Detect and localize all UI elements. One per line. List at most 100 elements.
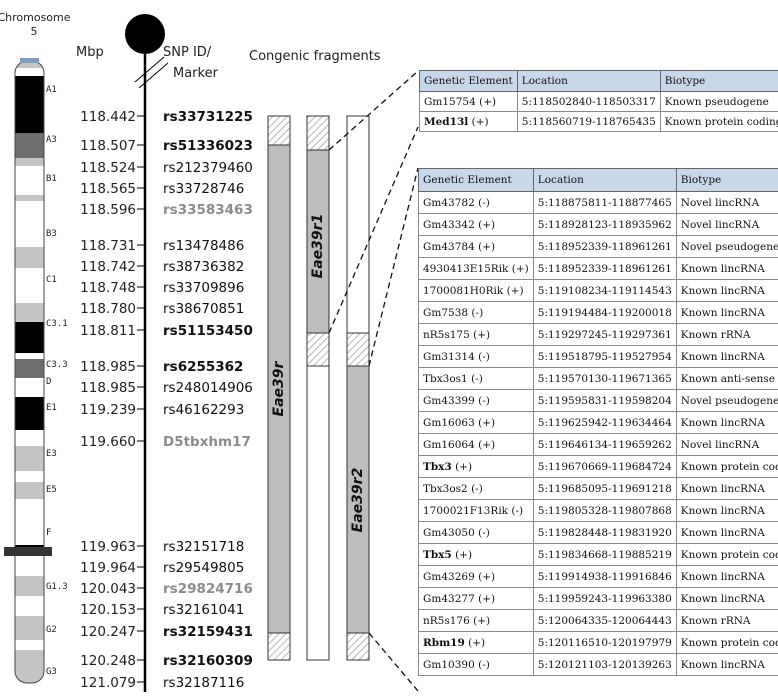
marker-position: 120.153 — [80, 602, 136, 618]
chromosome-band — [15, 247, 44, 268]
chromosome-band — [15, 650, 44, 683]
marker-position: 120.247 — [80, 624, 136, 640]
marker-id: rs32160309 — [163, 653, 253, 669]
biotype-cell: Novel lincRNA — [676, 192, 778, 214]
genetic-element-cell: Gm16063 (+) — [419, 412, 534, 434]
strand: (+) — [478, 241, 495, 253]
genetic-element-cell: Gm7538 (-) — [419, 302, 534, 324]
chromosome-band — [15, 446, 44, 471]
fragment-segment — [347, 633, 369, 660]
location-cell: 5:120116510-120197979 — [533, 632, 676, 654]
mbp-header: Mbp — [76, 45, 104, 60]
genetic-element-cell: 4930413E15Rik (+) — [419, 258, 534, 280]
connector-line — [369, 168, 418, 366]
band-label: E1 — [46, 403, 57, 413]
marker-id: rs32151718 — [163, 539, 244, 555]
strand: (-) — [478, 395, 490, 407]
marker-id: rs38670851 — [163, 301, 244, 317]
strand: (+) — [478, 571, 495, 583]
axis-break-mark — [135, 57, 164, 82]
chromosome-number: 5 — [31, 25, 38, 38]
chromosome-band — [15, 397, 44, 430]
marker-position: 118.565 — [80, 181, 136, 197]
marker-position: 118.780 — [80, 301, 136, 317]
marker-id: rs212379460 — [163, 160, 253, 176]
marker-id: rs29824716 — [163, 581, 253, 597]
column-header: Genetic Element — [420, 71, 518, 92]
marker-position: 118.524 — [80, 160, 136, 176]
location-cell: 5:119108234-119114543 — [533, 280, 676, 302]
chromosome-band — [15, 268, 44, 303]
gene-name: Tbx5 — [423, 549, 452, 561]
gene-name: Gm16064 — [423, 439, 475, 451]
column-header: Genetic Element — [419, 169, 534, 192]
marker-id: rs51336023 — [163, 138, 253, 154]
location-cell: 5:118952339-118961261 — [533, 236, 676, 258]
fragment-segment — [268, 116, 290, 145]
location-cell: 5:118502840-118503317 — [517, 92, 660, 112]
genetic-element-cell: Rbm19 (+) — [419, 632, 534, 654]
strand: (+) — [455, 461, 472, 473]
strand: (-) — [471, 307, 483, 319]
biotype-cell: Known rRNA — [676, 324, 778, 346]
marker-position: 118.507 — [80, 138, 136, 154]
genetic-element-cell: Gm43782 (-) — [419, 192, 534, 214]
gene-name: Rbm19 — [423, 637, 465, 649]
biotype-cell: Novel lincRNA — [676, 214, 778, 236]
biotype-cell: Known lincRNA — [676, 566, 778, 588]
gene-name: Med13l — [424, 116, 468, 128]
gene-name: Gm10390 — [423, 659, 475, 671]
gene-name: Gm43050 — [423, 527, 475, 539]
location-cell: 5:119570130-119671365 — [533, 368, 676, 390]
location-cell: 5:119194484-119200018 — [533, 302, 676, 324]
snp-header-line2: Marker — [173, 66, 219, 81]
biotype-cell: Novel pseudogene — [676, 236, 778, 258]
gene-name: Gm43269 — [423, 571, 475, 583]
marker-id: rs32161041 — [163, 602, 244, 618]
connector-line — [369, 633, 418, 691]
band-label: E3 — [46, 449, 57, 459]
biotype-cell: Known lincRNA — [676, 478, 778, 500]
strand: (+) — [512, 263, 529, 275]
genetic-element-cell: Tbx3os1 (-) — [419, 368, 534, 390]
biotype-cell: Known pseudogene — [660, 92, 778, 112]
biotype-cell: Known lincRNA — [676, 654, 778, 676]
location-cell: 5:119914938-119916846 — [533, 566, 676, 588]
fragment-segment — [268, 633, 290, 660]
band-label: B1 — [46, 174, 57, 184]
genetic-element-cell: 1700021F13Rik (-) — [419, 500, 534, 522]
gene-name: Gm43782 — [423, 197, 475, 209]
genetic-element-cell: Gm16064 (+) — [419, 434, 534, 456]
gene-name: Gm16063 — [423, 417, 475, 429]
genes-table-1: Genetic Element Location Biotype Gm15754… — [419, 70, 778, 132]
chromosome-band — [15, 640, 44, 650]
genetic-element-cell: Tbx3os2 (-) — [419, 478, 534, 500]
marker-position: 118.596 — [80, 202, 136, 218]
genetic-element-cell: Med13l (+) — [420, 112, 518, 132]
biotype-cell: Known lincRNA — [676, 302, 778, 324]
chromosome-band — [15, 430, 44, 446]
gene-name: 1700021F13Rik — [423, 505, 508, 517]
marker-position: 118.985 — [80, 359, 136, 375]
genetic-element-cell: Gm43342 (+) — [419, 214, 534, 236]
marker-position: 118.742 — [80, 259, 136, 275]
biotype-cell: Known lincRNA — [676, 500, 778, 522]
gene-name: 4930413E15Rik — [423, 263, 508, 275]
chromosome-band — [15, 195, 44, 201]
strand: (+) — [455, 549, 472, 561]
marker-position: 119.964 — [80, 560, 136, 576]
chromosome-band — [15, 359, 44, 378]
centromere-marker — [4, 547, 52, 556]
band-label: A3 — [46, 135, 57, 145]
location-cell: 5:119685095-119691218 — [533, 478, 676, 500]
marker-id: rs248014906 — [163, 380, 253, 396]
location-cell: 5:119670669-119684724 — [533, 456, 676, 478]
strand: (+) — [478, 219, 495, 231]
